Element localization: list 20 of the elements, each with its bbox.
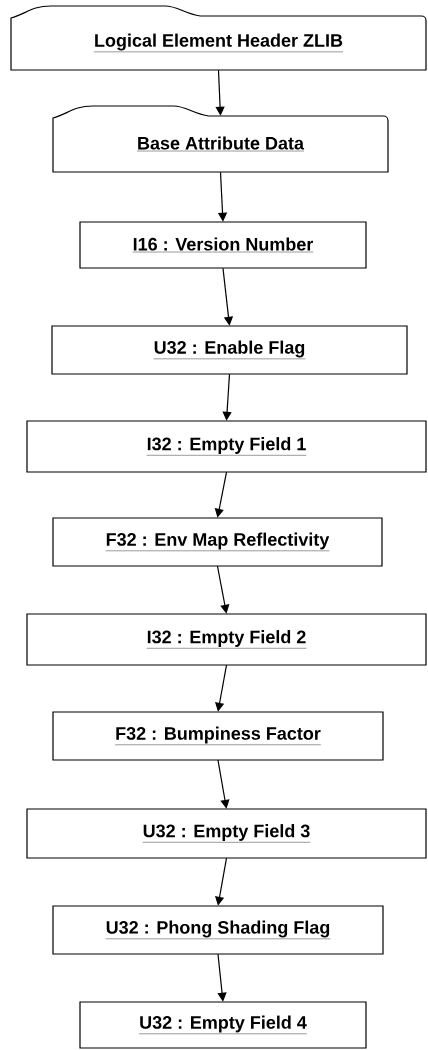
- field-box: I32 : Empty Field 1: [26, 420, 427, 473]
- arrow: [222, 373, 232, 421]
- field-box: F32 : Env Map Reflectivity: [52, 517, 383, 567]
- arrow: [214, 471, 228, 518]
- field-box: U32 : Empty Field 3: [26, 808, 427, 859]
- field-box: I16 : Version Number: [79, 221, 367, 269]
- arrow: [215, 664, 228, 712]
- arrow: [215, 857, 228, 906]
- arrow: [215, 69, 225, 116]
- field-box: I32 : Empty Field 2: [26, 613, 427, 666]
- tabbed-box: Logical Element Header ZLIB: [10, 5, 427, 71]
- field-box: F32 : Bumpiness Factor: [52, 711, 384, 761]
- arrow: [217, 953, 227, 1002]
- field-box: U32 : Empty Field 4: [79, 1001, 367, 1049]
- arrow: [216, 565, 230, 614]
- arrow: [222, 267, 234, 326]
- tabbed-box: Base Attribute Data: [52, 105, 389, 173]
- field-box: U32 : Phong Shading Flag: [52, 905, 384, 955]
- arrow: [217, 759, 230, 809]
- field-box: U32 : Enable Flag: [51, 325, 408, 375]
